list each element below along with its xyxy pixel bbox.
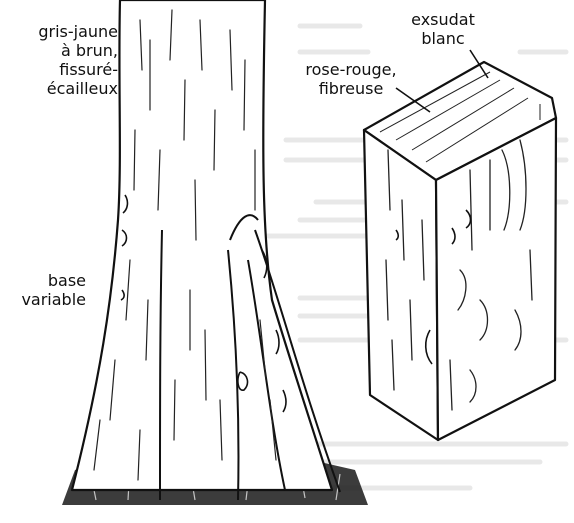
exudate-label-line-1: exsudat (388, 10, 498, 29)
bark-label-line-3: fissuré- (6, 60, 118, 79)
base-label: base variable (6, 271, 86, 309)
bark-slab (364, 62, 556, 440)
base-label-line-2: variable (6, 290, 86, 309)
inner-bark-label-line-2: fibreuse (296, 79, 406, 98)
base-label-line-1: base (6, 271, 86, 290)
bark-label-line-4: écailleux (6, 79, 118, 98)
bark-label-line-2: à brun, (6, 41, 118, 60)
bark-color-label: gris-jaune à brun, fissuré- écailleux (6, 22, 118, 98)
exudate-label: exsudat blanc (388, 10, 498, 48)
bark-label-line-1: gris-jaune (6, 22, 118, 41)
exudate-label-line-2: blanc (388, 29, 498, 48)
inner-bark-label: rose-rouge, fibreuse (296, 60, 406, 98)
inner-bark-label-line-1: rose-rouge, (296, 60, 406, 79)
